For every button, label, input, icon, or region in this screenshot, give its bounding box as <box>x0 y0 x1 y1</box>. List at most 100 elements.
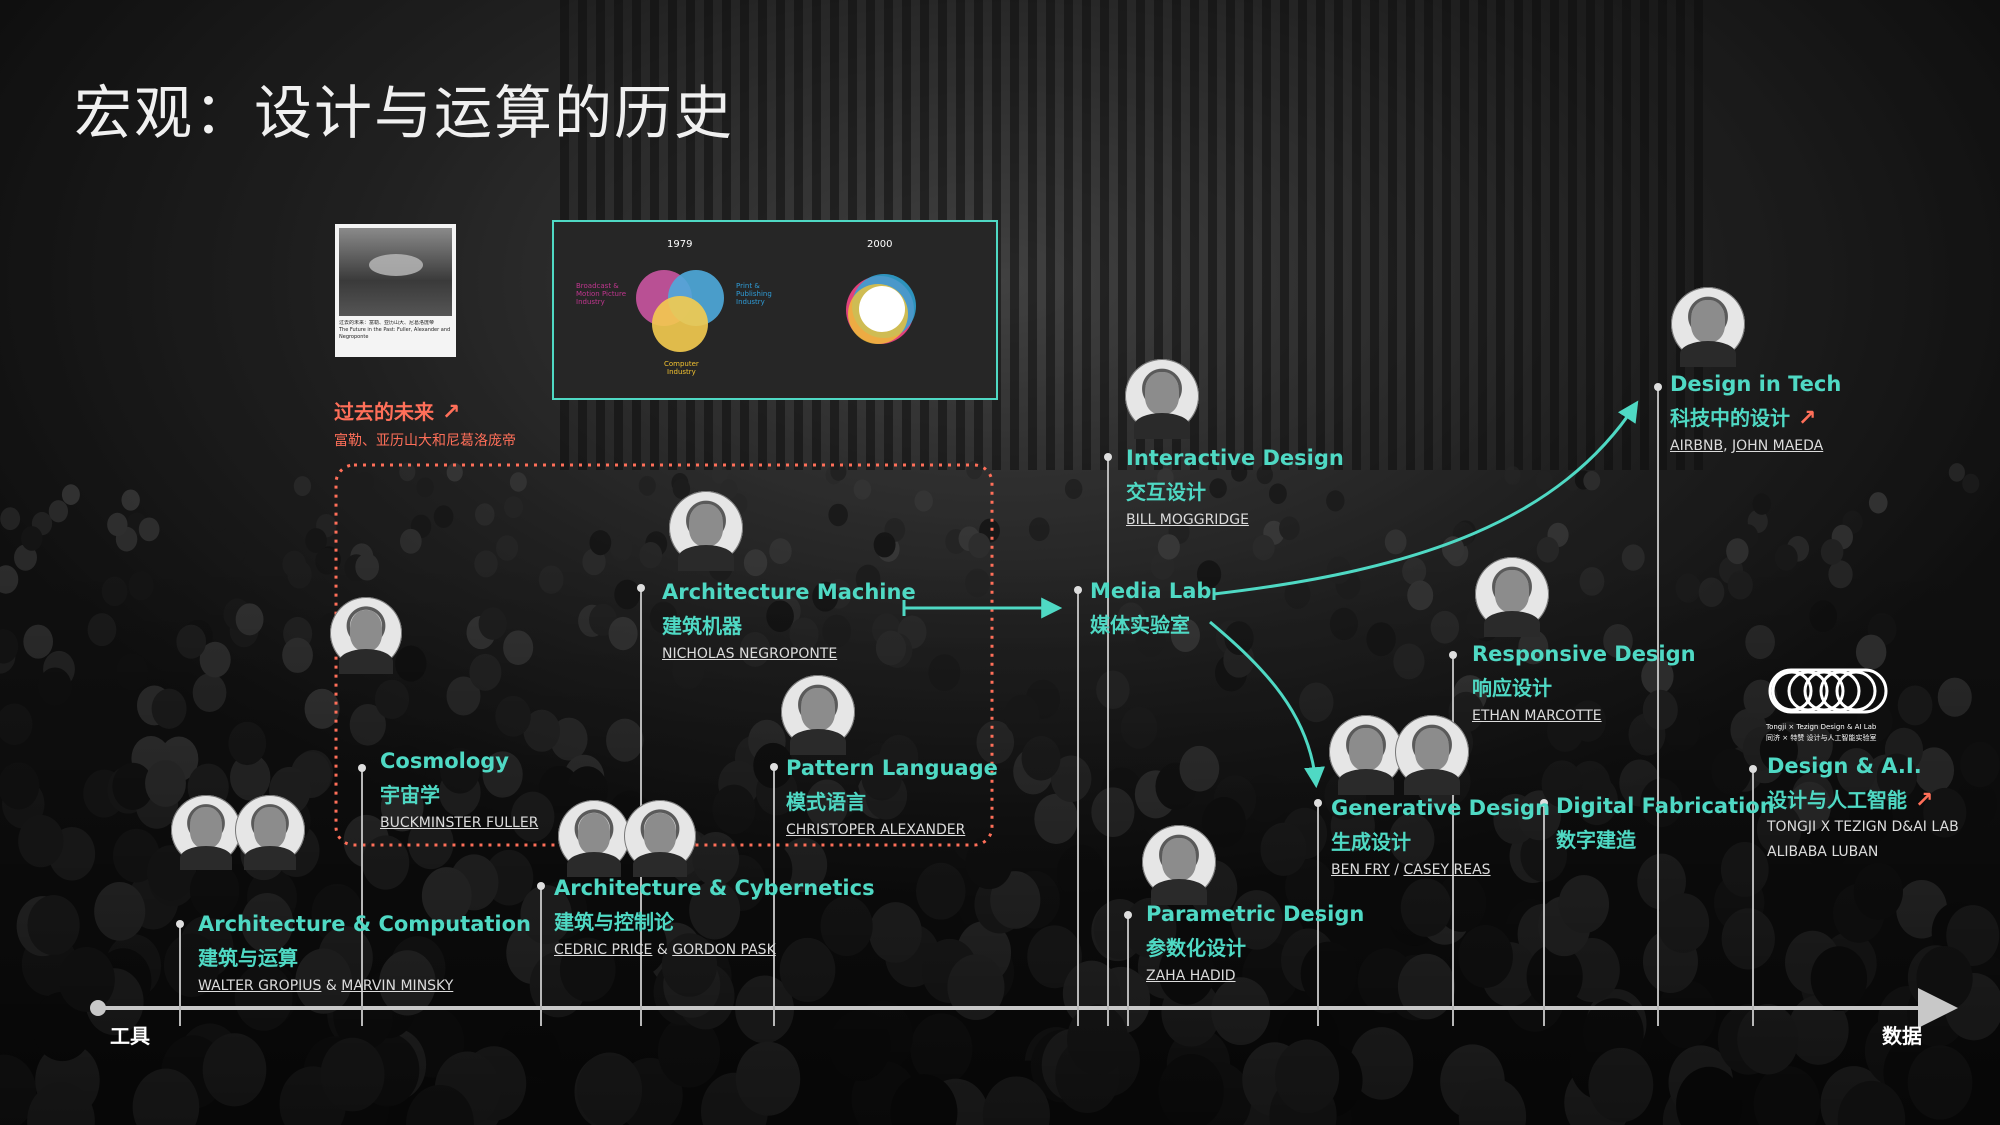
timeline-stems <box>179 387 1754 1026</box>
portrait-reas <box>1395 715 1469 795</box>
person-name[interactable]: MARVIN MINSKY <box>341 978 454 994</box>
person-name[interactable]: AIRBNB <box>1670 438 1724 454</box>
dome-photo <box>339 228 452 316</box>
entry-org: TONGJI X TEZIGN D&AI LAB <box>1767 819 1959 835</box>
entry-title-cn: 媒体实验室 <box>1090 613 1190 637</box>
entry-design-ai[interactable]: Design & A.I.设计与人工智能↗TONGJI X TEZIGN D&A… <box>1767 754 1959 863</box>
entry-title-en: Design in Tech <box>1670 372 1842 396</box>
entry-people: BILL MOGGRIDGE <box>1126 512 1344 528</box>
venn-label-broadcast: Broadcast & Motion Picture Industry <box>576 282 627 306</box>
entry-title-en: Media Lab <box>1090 579 1212 603</box>
entry-title-cn: 响应设计 <box>1472 676 1552 700</box>
person-name[interactable]: NICHOLAS NEGROPONTE <box>662 646 838 662</box>
portrait-moggridge <box>1125 359 1199 439</box>
person-name[interactable]: CEDRIC PRICE <box>554 942 653 958</box>
entry-title-cn: 数字建造 <box>1556 828 1636 852</box>
portrait-pask <box>624 800 696 878</box>
entry-people: CEDRIC PRICE & GORDON PASK <box>554 942 776 958</box>
entry-title-cn: 建筑与控制论 <box>554 910 674 934</box>
entry-title-cn: 科技中的设计 <box>1670 406 1790 430</box>
person-name[interactable]: CASEY REAS <box>1403 862 1491 878</box>
entry-people: ETHAN MARCOTTE <box>1472 708 1696 724</box>
portrait-maeda <box>1671 287 1745 367</box>
rings-logo-icon <box>1768 668 1888 714</box>
entry-people: AIRBNB, JOHN MAEDA <box>1670 438 1824 454</box>
person-name[interactable]: GORDON PASK <box>672 942 776 958</box>
entry-title-cn: 参数化设计 <box>1146 936 1246 960</box>
entry-design-in-tech[interactable]: Design in Tech 科技中的设计 ↗ AIRBNB, JOHN MAEDA <box>1670 372 1841 454</box>
entry-title-en: Pattern Language <box>786 756 998 780</box>
entry-title-cn: 模式语言 <box>786 790 866 814</box>
entry-title-en: Architecture & Cybernetics <box>554 876 875 900</box>
entry-people: ZAHA HADID <box>1146 968 1364 984</box>
entry-title-cn: 建筑与运算 <box>198 946 298 970</box>
portrait-fuller <box>330 597 402 675</box>
portrait-negroponte <box>669 491 743 571</box>
past-future-title: 过去的未来 <box>334 400 434 424</box>
entry-title-cn: 宇宙学 <box>380 783 440 807</box>
entry-title-en: Architecture Machine <box>662 580 916 604</box>
entry-title-en: Interactive Design <box>1126 446 1344 470</box>
entry-architecture-cybernetics: Architecture & Cybernetics 建筑与控制论 CEDRIC P… <box>554 876 875 958</box>
book-caption: 过去的未来：富勒、亚历山大、尼葛洛庞帝 The Future in the Pa… <box>339 320 451 340</box>
person-name[interactable]: BEN FRY <box>1331 862 1390 878</box>
arrow-up-right-icon[interactable]: ↗ <box>1798 406 1817 431</box>
person-name[interactable]: WALTER GROPIUS <box>198 978 322 994</box>
venn-year-left: 1979 <box>667 239 693 250</box>
highlight-dotted-box <box>334 463 994 847</box>
person-name[interactable]: BILL MOGGRIDGE <box>1126 512 1249 528</box>
entry-title-cn: 生成设计 <box>1331 830 1411 854</box>
axis-left-label: 工具 <box>110 1024 150 1048</box>
past-future-link[interactable]: 过去的未来 ↗ 富勒、亚历山大和尼葛洛庞帝 <box>334 396 516 450</box>
person-name[interactable]: CHRISTOPER ALEXANDER <box>786 822 966 838</box>
entry-cosmology: Cosmology 宇宙学 BUCKMINSTER FULLER <box>380 749 538 831</box>
slide-title: 宏观：设计与运算的历史 <box>74 79 735 147</box>
entry-title-cn: 交互设计 <box>1126 480 1206 504</box>
tongji-tezign-lab-logo: Tongji × Tezign Design & AI Lab 同济 × 特赞 … <box>1766 666 1890 746</box>
media-convergence-venn-card[interactable]: 1979 2000 Broadcast & Motion Picture Ind… <box>552 220 998 400</box>
portrait-alexander <box>781 675 855 755</box>
timeline-stem-dots <box>176 383 1757 928</box>
arrow-up-right-icon: ↗ <box>442 400 461 425</box>
entry-org: ALIBABA LUBAN <box>1767 844 1879 860</box>
person-name[interactable]: BUCKMINSTER FULLER <box>380 815 539 831</box>
portrait-marcotte <box>1475 557 1549 637</box>
venn-label-print: Print & Publishing Industry <box>736 282 772 306</box>
entry-pattern-language: Pattern Language 模式语言 CHRISTOPER ALEXANDER <box>786 756 998 838</box>
connector-medialab-to-designintech <box>1213 400 1639 596</box>
lab-logo-line2: 同济 × 特赞 设计与人工智能实验室 <box>1766 734 1877 742</box>
book-cover-image[interactable]: 过去的未来：富勒、亚历山大、尼葛洛庞帝 The Future in the Pa… <box>335 224 456 357</box>
entry-people: BUCKMINSTER FULLER <box>380 815 538 831</box>
entry-title-en: Responsive Design <box>1472 642 1696 666</box>
arrow-up-right-icon[interactable]: ↗ <box>1915 788 1934 813</box>
entry-interactive-design: Interactive Design 交互设计 BILL MOGGRIDGE <box>1126 446 1344 528</box>
entry-people: NICHOLAS NEGROPONTE <box>662 646 916 662</box>
person-name[interactable]: ZAHA HADID <box>1146 968 1236 984</box>
portrait-minsky <box>235 795 305 871</box>
connector-medialab-to-generative <box>1209 620 1325 789</box>
entry-title-en: Parametric Design <box>1146 902 1365 926</box>
portrait-hadid <box>1142 825 1216 905</box>
venn-diagram <box>636 270 916 352</box>
venn-year-right: 2000 <box>867 239 893 250</box>
entry-media-lab: Media Lab 媒体实验室 <box>1090 579 1211 638</box>
person-name[interactable]: JOHN MAEDA <box>1732 438 1824 454</box>
entry-responsive-design: Responsive Design 响应设计 ETHAN MARCOTTE <box>1472 642 1696 724</box>
person-name[interactable]: ETHAN MARCOTTE <box>1472 708 1602 724</box>
portrait-gropius <box>171 795 241 871</box>
venn-label-computer: Computer Industry <box>664 360 699 376</box>
axis-start-dot <box>90 1000 106 1016</box>
axis-right-label: 数据 <box>1882 1024 1922 1048</box>
past-future-subtitle: 富勒、亚历山大和尼葛洛庞帝 <box>334 433 516 449</box>
entry-title-en: Design & A.I. <box>1767 754 1922 778</box>
entry-title-en: Cosmology <box>380 749 509 773</box>
entry-people: CHRISTOPER ALEXANDER <box>786 822 998 838</box>
entry-title-en: Architecture & Computation <box>198 912 531 936</box>
entry-people: WALTER GROPIUS & MARVIN MINSKY <box>198 978 454 994</box>
entry-parametric-design: Parametric Design 参数化设计 ZAHA HADID <box>1146 902 1364 984</box>
